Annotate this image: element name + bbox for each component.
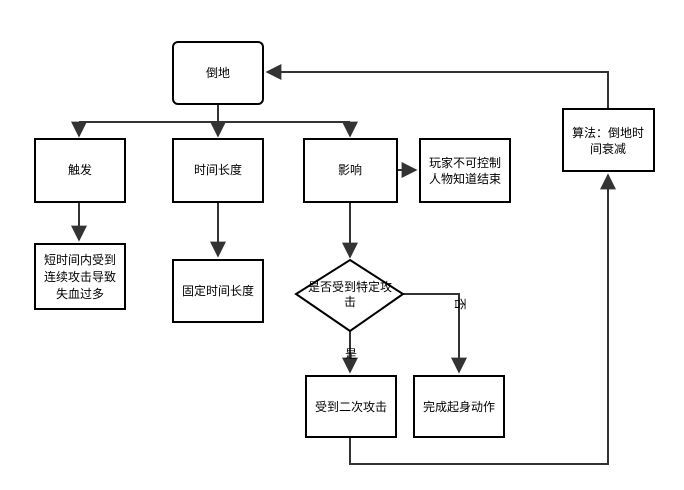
- node-fixed-duration: 固定时间长度: [172, 259, 264, 323]
- node-no-control-line2: 人物知道结束: [429, 172, 501, 186]
- arrow-second-to-algorithm: [349, 173, 616, 465]
- node-get-up: 完成起身动作: [413, 375, 505, 438]
- node-get-up-label: 完成起身动作: [423, 399, 495, 414]
- node-second-attack-label: 受到二次攻击: [315, 400, 387, 414]
- node-trigger-desc-line1: 短时间内受到: [44, 253, 116, 267]
- node-trigger-desc: 短时间内受到 连续攻击导致 失血过多: [34, 243, 126, 310]
- node-decision-line2: 击: [344, 295, 356, 309]
- node-trigger-desc-line3: 失血过多: [56, 286, 104, 301]
- arrow-decision-no: [403, 293, 467, 374]
- node-duration-label: 时间长度: [194, 162, 242, 177]
- node-trigger-label: 触发: [68, 162, 92, 177]
- node-effect: 影响: [303, 138, 398, 203]
- node-second-attack: 受到二次攻击: [305, 375, 397, 438]
- edge-label-yes: 是: [345, 347, 357, 361]
- node-algorithm-line2: 间衰减: [590, 141, 626, 156]
- node-algorithm: 算法：倒地时 间衰减: [562, 108, 655, 172]
- node-effect-label: 影响: [338, 162, 362, 177]
- arrow-algorithm-to-fall: [265, 64, 609, 108]
- node-trigger-desc-line2: 连续攻击导致: [44, 269, 116, 284]
- edge-label-no: 否: [453, 298, 467, 310]
- node-no-control-line1: 玩家不可控制: [429, 155, 501, 170]
- node-fall-label: 倒地: [206, 66, 230, 80]
- node-fixed-duration-label: 固定时间长度: [182, 283, 254, 298]
- node-decision-line1: 是否受到特定攻: [308, 279, 392, 294]
- node-duration: 时间长度: [172, 138, 264, 203]
- node-algorithm-line1: 算法：倒地时: [572, 125, 644, 140]
- node-fall: 倒地: [172, 41, 264, 105]
- node-no-control: 玩家不可控制 人物知道结束: [419, 138, 511, 203]
- node-trigger: 触发: [34, 138, 126, 203]
- node-decision: 是否受到特定攻 击: [294, 258, 405, 333]
